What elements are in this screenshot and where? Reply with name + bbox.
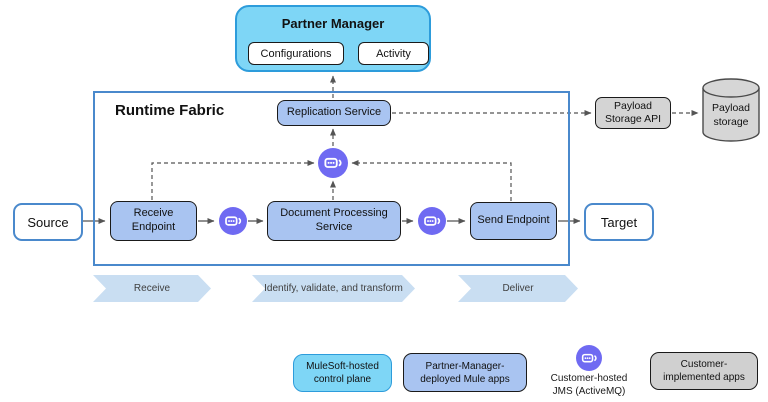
legend-control-plane: MuleSoft-hosted control plane: [293, 354, 392, 392]
source-box: Source: [13, 203, 83, 241]
jms-queue-icon-receive: [219, 207, 247, 235]
payload-storage-api-box: Payload Storage API: [595, 97, 671, 129]
database-cylinder-icon: [702, 78, 760, 142]
process-step-identify-validate-transform: Identify, validate, and transform: [252, 275, 415, 302]
legend-jms-caption: Customer-hosted JMS (ActiveMQ): [550, 373, 628, 397]
runtime-fabric-title: Runtime Fabric: [115, 102, 225, 119]
target-box: Target: [584, 203, 654, 241]
process-step-deliver: Deliver: [458, 275, 578, 302]
runtime-fabric-box: Runtime Fabric: [93, 91, 570, 266]
jms-queue-icon-central: [318, 148, 348, 178]
configurations-box: Configurations: [248, 42, 344, 65]
payload-storage-cylinder: Payload storage: [702, 78, 760, 142]
document-processing-service-box: Document Processing Service: [267, 201, 401, 241]
jms-queue-icon-send: [418, 207, 446, 235]
legend-mule-apps: Partner-Manager-deployed Mule apps: [403, 353, 527, 392]
partner-manager-title: Partner Manager: [281, 16, 385, 31]
receive-endpoint-box: Receive Endpoint: [110, 201, 197, 241]
payload-storage-label: Payload storage: [712, 102, 750, 128]
send-endpoint-box: Send Endpoint: [470, 202, 557, 240]
partner-manager-box: Partner Manager Configurations Activity: [235, 5, 431, 72]
process-step-receive: Receive: [93, 275, 211, 302]
replication-service-box: Replication Service: [277, 100, 391, 126]
activity-box: Activity: [358, 42, 429, 65]
legend-customer-apps: Customer-implemented apps: [650, 352, 758, 390]
legend-jms-icon: [576, 345, 602, 371]
